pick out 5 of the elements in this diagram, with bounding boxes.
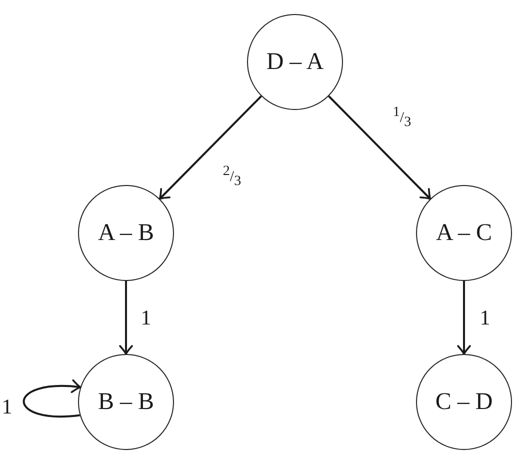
state-label: A – B	[98, 221, 154, 245]
state-label: C – D	[435, 390, 493, 414]
state-label: B – B	[98, 390, 154, 414]
state-label: A – C	[436, 221, 492, 245]
state-label: D – A	[266, 50, 324, 74]
